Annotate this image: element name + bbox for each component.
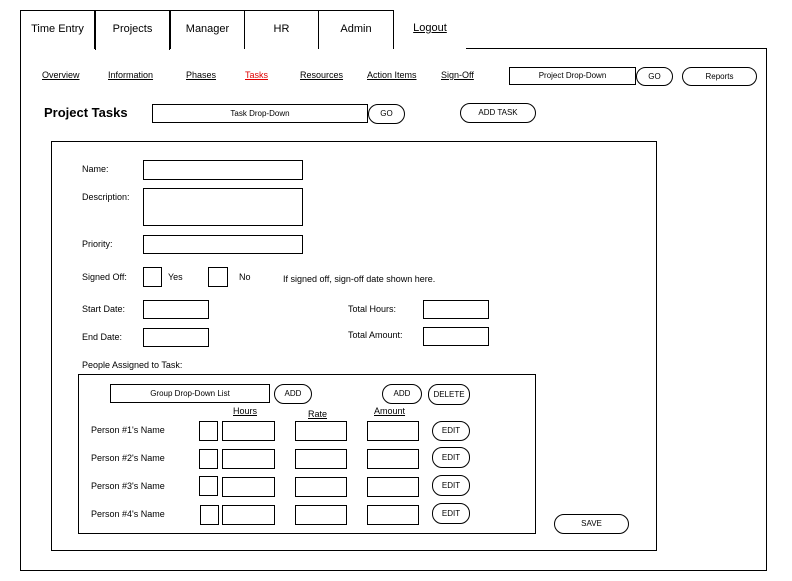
amount-input[interactable] xyxy=(367,421,419,441)
project-go-button[interactable]: GO xyxy=(636,67,673,86)
rate-input[interactable] xyxy=(295,477,347,497)
edit-button[interactable]: EDIT xyxy=(432,475,470,496)
description-label: Description: xyxy=(82,192,130,202)
edit-button[interactable]: EDIT xyxy=(432,447,470,468)
edit-button[interactable]: EDIT xyxy=(432,421,470,441)
total-amount-label: Total Amount: xyxy=(348,330,403,340)
person-name: Person #3's Name xyxy=(91,481,165,491)
signed-off-no-checkbox[interactable] xyxy=(208,267,228,287)
page-title: Project Tasks xyxy=(44,105,128,120)
tab-projects[interactable]: Projects xyxy=(95,10,170,50)
subnav-action-items[interactable]: Action Items xyxy=(367,70,417,80)
tab-manager[interactable]: Manager xyxy=(170,10,245,49)
save-button[interactable]: SAVE xyxy=(554,514,629,534)
hours-input[interactable] xyxy=(222,477,275,497)
name-label: Name: xyxy=(82,164,109,174)
task-go-button[interactable]: GO xyxy=(368,104,405,124)
priority-label: Priority: xyxy=(82,239,113,249)
hours-column-header: Hours xyxy=(233,406,258,416)
edit-button[interactable]: EDIT xyxy=(432,503,470,524)
hours-input[interactable] xyxy=(222,421,275,441)
person-name: Person #2's Name xyxy=(91,453,165,463)
name-input[interactable] xyxy=(143,160,303,180)
project-dropdown[interactable]: Project Drop-Down xyxy=(509,67,636,85)
amount-input[interactable] xyxy=(367,505,419,525)
description-input[interactable] xyxy=(143,188,303,226)
person-select-checkbox[interactable] xyxy=(199,476,218,496)
priority-input[interactable] xyxy=(143,235,303,254)
tab-hr[interactable]: HR xyxy=(244,10,319,49)
group-dropdown[interactable]: Group Drop-Down List xyxy=(110,384,270,403)
total-amount-input[interactable] xyxy=(423,327,489,346)
add-task-button[interactable]: ADD TASK xyxy=(460,103,536,123)
end-date-label: End Date: xyxy=(82,332,123,342)
person-name: Person #1's Name xyxy=(91,425,165,435)
add-group-button[interactable]: ADD xyxy=(274,384,312,404)
person-name: Person #4's Name xyxy=(91,509,165,519)
amount-input[interactable] xyxy=(367,449,419,469)
subnav-resources[interactable]: Resources xyxy=(300,70,344,80)
signed-off-yes-checkbox[interactable] xyxy=(143,267,162,287)
hours-input[interactable] xyxy=(222,505,275,525)
start-date-input[interactable] xyxy=(143,300,209,319)
start-date-label: Start Date: xyxy=(82,304,126,314)
end-date-input[interactable] xyxy=(143,328,209,347)
amount-input[interactable] xyxy=(367,477,419,497)
tab-admin[interactable]: Admin xyxy=(318,10,394,49)
rate-input[interactable] xyxy=(295,421,347,441)
subnav-tasks[interactable]: Tasks xyxy=(245,70,269,80)
subnav-sign-off[interactable]: Sign-Off xyxy=(441,70,474,80)
subnav-overview[interactable]: Overview xyxy=(42,70,80,80)
total-hours-input[interactable] xyxy=(423,300,489,319)
subnav-phases[interactable]: Phases xyxy=(186,70,217,80)
total-hours-label: Total Hours: xyxy=(348,304,397,314)
subnav-information[interactable]: Information xyxy=(108,70,154,80)
yes-label: Yes xyxy=(168,272,183,282)
add-person-button[interactable]: ADD xyxy=(382,384,422,404)
signoff-date-note: If signed off, sign-off date shown here. xyxy=(283,274,436,284)
delete-person-button[interactable]: DELETE xyxy=(428,384,470,405)
people-assigned-label: People Assigned to Task: xyxy=(82,360,183,370)
reports-button[interactable]: Reports xyxy=(682,67,757,86)
hours-input[interactable] xyxy=(222,449,275,469)
person-select-checkbox[interactable] xyxy=(200,505,219,525)
rate-input[interactable] xyxy=(295,449,347,469)
rate-column-header: Rate xyxy=(308,409,328,419)
person-select-checkbox[interactable] xyxy=(199,421,218,441)
signed-off-label: Signed Off: xyxy=(82,272,127,282)
task-dropdown[interactable]: Task Drop-Down xyxy=(152,104,368,123)
rate-input[interactable] xyxy=(295,505,347,525)
tab-time-entry[interactable]: Time Entry xyxy=(20,10,95,49)
no-label: No xyxy=(239,272,251,282)
person-select-checkbox[interactable] xyxy=(199,449,218,469)
amount-column-header: Amount xyxy=(374,406,406,416)
tab-logout[interactable]: Logout xyxy=(394,10,466,49)
